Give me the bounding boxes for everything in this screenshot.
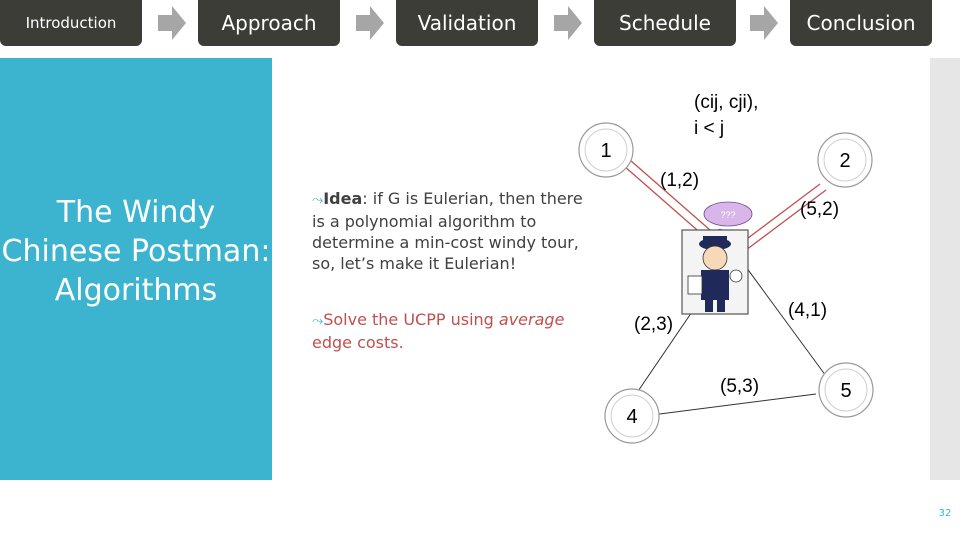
graph-diagram: 1 2 4 5 (cij, cji), i < j (1,2) (5,2) (2… [578,92,874,444]
node-label-1: 1 [600,140,611,162]
slide-title: The Windy Chinese Postman: Algorithms [1,195,271,308]
page-number: 32 [938,508,952,519]
nav-approach-label: Approach [221,11,317,35]
nav-arrow-icon [554,6,582,40]
node-label-2: 2 [839,150,850,172]
nav-introduction[interactable]: Introduction [0,0,142,46]
bullet-idea-text: : if G is Eulerian, then there is a poly… [312,189,583,273]
bullet-solve-text1: Solve the UCPP using [323,310,499,329]
nav-introduction-label: Introduction [25,14,117,32]
nav-validation-label: Validation [417,11,517,35]
graph-node-1: 1 [578,122,634,178]
nav-schedule[interactable]: Schedule [594,0,736,46]
bullet-idea-bold: Idea [323,189,363,208]
nav-arrow-icon [356,6,384,40]
nav-approach[interactable]: Approach [198,0,340,46]
graph-header-line1: (cij, cji), [694,92,758,113]
edge-label-5-2: (5,2) [800,199,839,220]
node-label-4: 4 [626,406,637,428]
graph-node-2: 2 [817,132,873,188]
edge-label-2-3: (2,3) [634,314,673,335]
thought-bubble-text: ??? [720,210,735,220]
bullet-icon: ⤳ [312,192,324,208]
graph-node-4: 4 [604,388,660,444]
edge-mid-5 [734,251,827,377]
bullet-solve: ⤳Solve the UCPP using average edge costs… [312,309,584,353]
nav-arrow-icon [750,6,778,40]
edge-label-4-1: (4,1) [788,300,827,321]
nav-schedule-label: Schedule [619,11,711,35]
graph-header-line2: i < j [694,118,724,139]
bullet-solve-italic: average [498,310,565,329]
graph-node-5: 5 [818,362,874,418]
postman-icon [681,229,749,315]
title-panel [0,58,272,480]
nav-conclusion-label: Conclusion [806,11,916,35]
edge-label-1-2: (1,2) [660,170,699,191]
edge-4-5 [643,393,817,417]
node-label-5: 5 [840,380,851,402]
nav-arrow-icon [158,6,186,40]
nav-validation[interactable]: Validation [396,0,538,46]
right-strip [930,58,960,480]
edge-label-5-3: (5,3) [720,376,759,397]
bullet-idea: ⤳Idea: if G is Eulerian, then there is a… [312,188,584,274]
bullet-icon: ⤳ [312,313,324,329]
bullet-solve-text2: edge costs. [312,333,404,352]
nav-conclusion[interactable]: Conclusion [790,0,932,46]
